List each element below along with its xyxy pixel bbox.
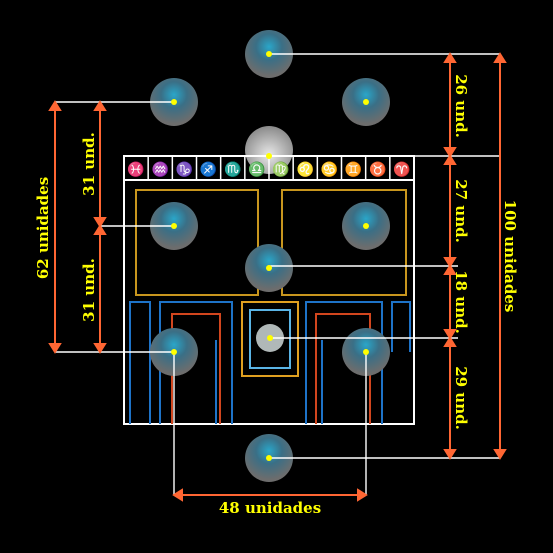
label-right-2: 27 und. (452, 179, 470, 243)
label-left-upper: 31 und. (80, 132, 98, 196)
label-right-3: 18 und. (452, 270, 470, 334)
zodiac-sign: ♏ (224, 161, 241, 178)
zodiac-sign: ♍ (272, 161, 289, 178)
label-left-lower: 31 und. (80, 258, 98, 322)
zodiac-sign: ♒ (152, 161, 169, 178)
orbs (150, 30, 390, 482)
zodiac-sign: ♉ (369, 161, 386, 178)
zodiac-sign: ♋ (321, 161, 338, 178)
upper-right-panel (281, 189, 407, 296)
zodiac-sign: ♊ (345, 161, 362, 178)
central-niche-outer (241, 301, 299, 377)
label-total-height: 100 unidades (501, 200, 519, 313)
center-dots (171, 51, 369, 461)
label-right-1: 26 und. (452, 74, 470, 138)
dimension-lines (48, 52, 507, 502)
label-bottom-width: 48 unidades (219, 499, 321, 517)
zodiac-sign: ♐ (200, 161, 217, 178)
zodiac-sign: ♈ (393, 161, 410, 178)
zodiac-sign: ♎ (248, 161, 265, 178)
top-orb (245, 126, 293, 174)
upper-left-panel (135, 189, 259, 296)
central-niche-inner (249, 309, 291, 369)
label-left-height: 62 unidades (34, 177, 52, 279)
zodiac-sign: ♌ (297, 161, 314, 178)
zodiac-sign: ♓ (127, 161, 144, 178)
zodiac-sign: ♑ (176, 161, 193, 178)
label-right-4: 29 und. (452, 366, 470, 430)
